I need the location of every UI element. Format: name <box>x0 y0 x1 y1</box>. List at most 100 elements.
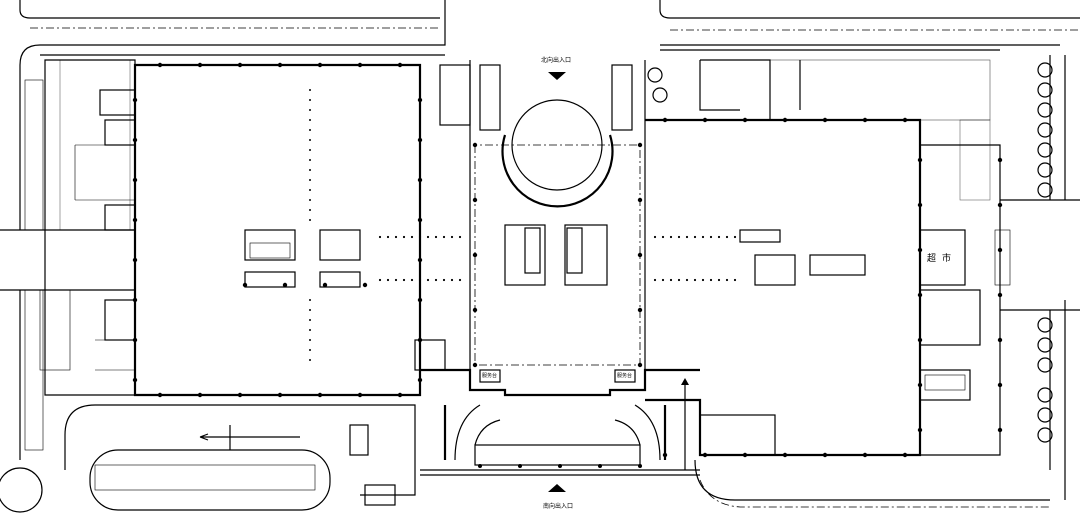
column <box>717 278 721 282</box>
planting-area <box>769 59 991 121</box>
column <box>661 235 665 239</box>
column <box>472 252 478 258</box>
column <box>478 464 482 468</box>
column <box>458 235 462 239</box>
column <box>701 278 705 282</box>
column <box>701 235 705 239</box>
column <box>132 297 138 303</box>
column <box>417 97 423 103</box>
column <box>309 129 311 131</box>
column <box>917 382 923 388</box>
column <box>378 278 382 282</box>
column <box>917 202 923 208</box>
column <box>997 337 1003 343</box>
column <box>997 157 1003 163</box>
column <box>717 235 721 239</box>
column <box>434 278 438 282</box>
column <box>426 278 430 282</box>
column <box>450 235 454 239</box>
column <box>309 219 311 221</box>
service-desk-left-label: 服务台 <box>482 373 498 379</box>
column <box>410 235 414 239</box>
column <box>402 278 406 282</box>
column <box>434 235 438 239</box>
column <box>397 62 403 68</box>
column <box>309 319 311 321</box>
column <box>442 235 446 239</box>
tree <box>1037 387 1053 403</box>
column <box>902 117 908 123</box>
column <box>237 62 243 68</box>
column <box>917 247 923 253</box>
column <box>662 452 668 458</box>
column <box>450 278 454 282</box>
column <box>362 282 368 288</box>
trees <box>647 62 1053 443</box>
supermarket-label: 超市 <box>927 254 958 264</box>
tree <box>1037 122 1053 138</box>
column <box>733 235 737 239</box>
parking-loop <box>0 404 416 513</box>
column <box>653 235 657 239</box>
column <box>669 235 673 239</box>
column <box>132 377 138 383</box>
column <box>917 157 923 163</box>
column <box>458 278 462 282</box>
column <box>693 235 697 239</box>
column <box>309 99 311 101</box>
column <box>709 235 713 239</box>
column <box>725 235 729 239</box>
column <box>653 278 657 282</box>
columns <box>132 62 1003 468</box>
column <box>157 392 163 398</box>
column <box>685 235 689 239</box>
column <box>397 392 403 398</box>
column <box>782 452 788 458</box>
column <box>309 209 311 211</box>
column <box>277 62 283 68</box>
column <box>677 235 681 239</box>
column <box>309 139 311 141</box>
column <box>418 278 422 282</box>
column <box>782 117 788 123</box>
tree <box>1037 82 1053 98</box>
column <box>132 257 138 263</box>
column <box>309 189 311 191</box>
column <box>132 137 138 143</box>
column <box>742 117 748 123</box>
south-entrance-canopy <box>420 404 700 476</box>
column <box>309 89 311 91</box>
column <box>685 278 689 282</box>
south-entrance-label: 南向出入口 <box>543 503 574 510</box>
column <box>472 307 478 313</box>
column <box>417 137 423 143</box>
column <box>417 297 423 303</box>
tree <box>1037 427 1053 443</box>
column <box>317 62 323 68</box>
column <box>309 299 311 301</box>
tree <box>1037 162 1053 178</box>
column <box>394 278 398 282</box>
column <box>394 235 398 239</box>
column <box>317 392 323 398</box>
column <box>322 282 328 288</box>
column <box>637 142 643 148</box>
column <box>309 359 311 361</box>
column <box>417 257 423 263</box>
column <box>386 235 390 239</box>
column <box>418 235 422 239</box>
tree <box>1037 357 1053 373</box>
column <box>309 109 311 111</box>
column <box>386 278 390 282</box>
column <box>742 452 748 458</box>
column <box>917 292 923 298</box>
tree <box>1037 142 1053 158</box>
column <box>637 362 643 368</box>
column <box>669 278 673 282</box>
column <box>357 392 363 398</box>
column <box>277 392 283 398</box>
column <box>862 117 868 123</box>
tree <box>652 87 668 103</box>
